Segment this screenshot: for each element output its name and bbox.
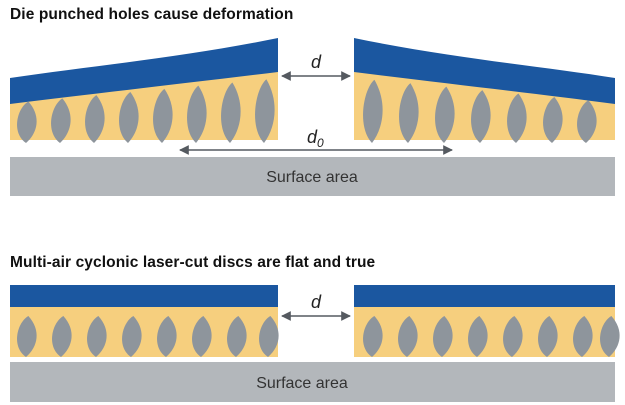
abrasive-grain-icon xyxy=(507,93,527,143)
abrasive-grain-icon xyxy=(538,316,558,357)
abrasive-grains-row xyxy=(17,79,597,143)
surface-bar xyxy=(10,157,615,196)
left-backing-layer xyxy=(10,62,278,140)
abrasive-grain-icon xyxy=(468,316,488,357)
abrasive-grain-icon xyxy=(17,101,37,143)
surface-bar xyxy=(10,362,615,402)
abrasive-grain-icon xyxy=(153,88,173,143)
bottom-panel-title: Multi-air cyclonic laser-cut discs are f… xyxy=(10,254,376,271)
flat-disc-diagram: d Surface area xyxy=(10,285,620,402)
abrasive-grain-icon xyxy=(363,79,383,143)
abrasive-grain-icon xyxy=(221,82,241,143)
abrasive-grain-icon xyxy=(51,98,71,143)
abrasive-grains-row xyxy=(17,316,620,357)
left-disc-layer xyxy=(10,285,278,307)
abrasive-grain-icon xyxy=(577,100,597,143)
right-disc-layer xyxy=(354,285,615,307)
abrasive-grain-icon xyxy=(17,316,37,357)
abrasive-grain-icon xyxy=(85,95,105,143)
left-disc-layer xyxy=(10,38,278,104)
span-label: d0 xyxy=(307,127,324,150)
abrasive-grain-icon xyxy=(227,316,247,357)
abrasive-grain-icon xyxy=(363,316,383,357)
abrasive-grain-icon xyxy=(119,91,139,143)
abrasive-grain-icon xyxy=(259,316,279,357)
abrasive-grain-icon xyxy=(543,96,563,143)
abrasive-grain-icon xyxy=(573,316,593,357)
abrasive-grain-icon xyxy=(157,316,177,357)
gap-label: d xyxy=(311,52,322,72)
top-panel-title: Die punched holes cause deformation xyxy=(10,6,294,23)
abrasive-grain-icon xyxy=(52,316,72,357)
abrasive-grain-icon xyxy=(398,316,418,357)
gap-label: d xyxy=(311,292,322,312)
deformed-disc-diagram: d d0 Surface area xyxy=(10,38,615,196)
surface-label: Surface area xyxy=(266,169,358,186)
abrasive-grain-icon xyxy=(255,79,275,143)
abrasive-grain-icon xyxy=(187,85,207,143)
abrasive-grain-icon xyxy=(600,316,620,357)
abrasive-grain-icon xyxy=(503,316,523,357)
right-disc-layer xyxy=(354,38,615,104)
abrasive-grain-icon xyxy=(399,83,419,143)
abrasive-grain-icon xyxy=(192,316,212,357)
abrasive-grain-icon xyxy=(87,316,107,357)
span-label-base: d xyxy=(307,127,318,147)
surface-label: Surface area xyxy=(256,375,348,392)
span-label-subscript: 0 xyxy=(317,136,324,150)
abrasive-grain-icon xyxy=(122,316,142,357)
abrasive-grain-icon xyxy=(471,90,491,143)
abrasive-grain-icon xyxy=(435,86,455,143)
abrasive-grain-icon xyxy=(433,316,453,357)
